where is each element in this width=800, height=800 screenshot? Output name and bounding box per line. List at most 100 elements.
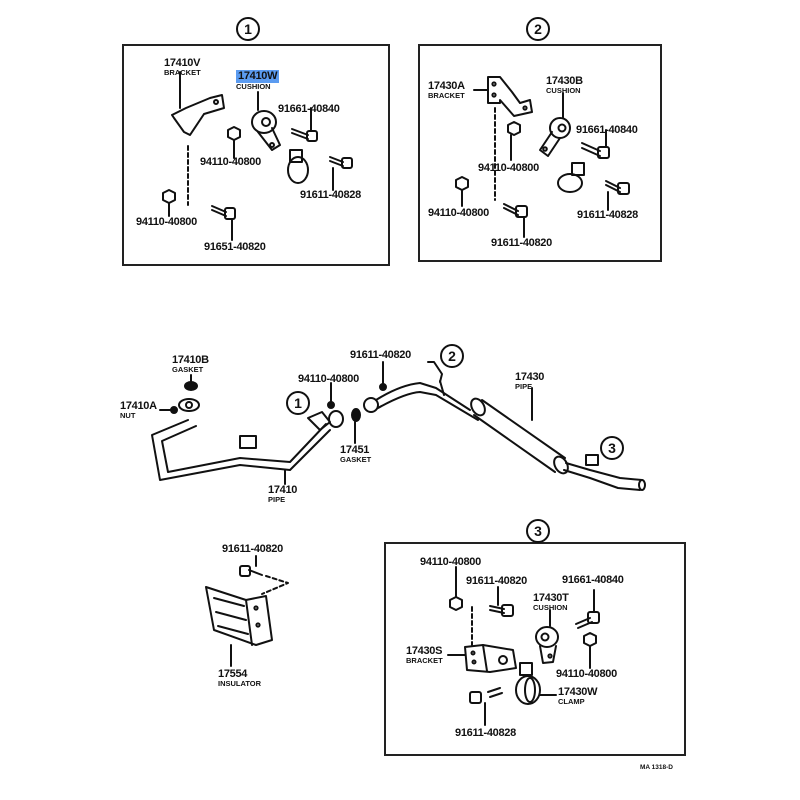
part-number: 17410 — [268, 484, 298, 496]
bolt-91611-40828-3-drawing — [469, 687, 503, 704]
part-number: 17430S — [406, 645, 443, 657]
part-label[interactable]: 17430T CUSHION — [533, 593, 569, 612]
part-label[interactable]: 17410A NUT — [120, 401, 157, 420]
diagram-code: MA 1318-D — [640, 764, 673, 771]
bracket-17430s-drawing — [464, 644, 517, 673]
part-label[interactable]: 91611-40820 — [222, 544, 283, 555]
callout-main-3[interactable]: 3 — [600, 436, 624, 460]
part-label-highlighted[interactable]: 17410W CUSHION — [236, 70, 280, 91]
part-label[interactable]: 94110-40800 — [556, 669, 617, 680]
part-number: 91611-40820 — [350, 349, 411, 361]
bolt-91611-40820-2-drawing — [503, 203, 528, 218]
part-number: 17451 — [340, 444, 370, 456]
part-label[interactable]: 94110-40800 — [200, 157, 261, 168]
part-label[interactable]: 17430 PIPE — [515, 372, 544, 391]
part-label[interactable]: 17430S BRACKET — [406, 646, 443, 665]
hanger-3-drawing — [585, 454, 599, 466]
part-label[interactable]: 91611-40828 — [577, 210, 638, 221]
part-label[interactable]: 17410 PIPE — [268, 485, 297, 504]
part-label[interactable]: 91661-40840 — [576, 125, 638, 136]
part-name: BRACKET — [406, 656, 443, 665]
part-label[interactable]: 94110-40800 — [420, 557, 481, 568]
bolt-91611-40828-2-drawing — [605, 180, 630, 195]
front-flange-joint-drawing — [307, 408, 361, 431]
gasket-17410b-drawing — [184, 381, 198, 391]
cushion-17430t-drawing — [535, 626, 559, 664]
part-label[interactable]: 94110-40800 — [298, 374, 359, 385]
nut-2a-drawing — [507, 121, 521, 136]
part-label[interactable]: 91611-40820 — [466, 576, 527, 587]
part-number: 17430 — [515, 371, 545, 383]
part-name: PIPE — [515, 382, 533, 391]
part-number: 91611-40820 — [466, 575, 527, 587]
bracket-17430a-drawing — [487, 76, 533, 117]
part-number: 17554 — [218, 668, 248, 680]
part-label[interactable]: 17430B CUSHION — [546, 76, 583, 95]
nut-2b-drawing — [455, 176, 469, 191]
detail-panel-3 — [384, 542, 686, 756]
center-pipe-17430-drawing — [363, 380, 479, 421]
part-label[interactable]: 91611-40820 — [491, 238, 552, 249]
part-label[interactable]: 91661-40840 — [278, 104, 340, 115]
part-label[interactable]: 94110-40800 — [478, 163, 539, 174]
part-label[interactable]: 17451 GASKET — [340, 445, 371, 464]
part-number: 94110-40800 — [420, 556, 481, 568]
part-name: CUSHION — [533, 603, 568, 612]
callout-main-2[interactable]: 2 — [440, 344, 464, 368]
callout-2[interactable]: 2 — [526, 17, 550, 41]
part-number: 91611-40820 — [222, 543, 283, 555]
part-label[interactable]: 91651-40820 — [204, 242, 266, 253]
muffler-drawing — [470, 397, 569, 475]
nut-3b-drawing — [583, 632, 597, 647]
part-name: PIPE — [268, 495, 286, 504]
nut-1b-drawing — [162, 189, 176, 204]
pipe-bracket-drawing — [239, 435, 257, 449]
detail-panel-2 — [418, 44, 662, 262]
part-label[interactable]: 94110-40800 — [136, 217, 197, 228]
part-name: CLAMP — [558, 697, 585, 706]
part-number: 17430B — [546, 75, 583, 87]
part-number: 91651-40820 — [204, 241, 266, 253]
part-label[interactable]: 91611-40820 — [350, 350, 411, 361]
nut-17410a-drawing — [170, 406, 178, 414]
part-label[interactable]: 17430A BRACKET — [428, 81, 465, 100]
bolt-91611-insulator-drawing — [239, 565, 251, 577]
part-number: 17430A — [428, 80, 465, 92]
callout-3[interactable]: 3 — [526, 519, 550, 543]
part-label[interactable]: 17410B GASKET — [172, 355, 209, 374]
part-number: 91611-40828 — [577, 209, 638, 221]
part-number: 91611-40828 — [455, 727, 516, 739]
part-number: 17410A — [120, 400, 157, 412]
part-number: 91661-40840 — [278, 103, 340, 115]
part-number: 17430T — [533, 592, 569, 604]
clamp-1-drawing — [287, 149, 309, 184]
cushion-17410w-drawing — [251, 110, 281, 151]
part-name: GASKET — [340, 455, 372, 464]
part-label[interactable]: 91661-40840 — [562, 575, 624, 586]
bolt-91661-2-drawing — [581, 142, 610, 159]
nut-1a-drawing — [227, 126, 241, 141]
part-number: 94110-40800 — [428, 207, 489, 219]
part-label[interactable]: 17554 INSULATOR — [218, 669, 261, 688]
part-label[interactable]: 91611-40828 — [300, 190, 361, 201]
part-label[interactable]: 91611-40828 — [455, 728, 516, 739]
part-name: CUSHION — [546, 86, 581, 95]
clamp-17430w-drawing — [515, 662, 541, 705]
detail-panel-1 — [122, 44, 390, 266]
callout-main-1[interactable]: 1 — [286, 391, 310, 415]
part-name: BRACKET — [428, 91, 465, 100]
part-number: 94110-40800 — [298, 373, 359, 385]
part-name: CUSHION — [236, 82, 271, 91]
part-label[interactable]: 17430W CLAMP — [558, 687, 597, 706]
part-name: NUT — [120, 411, 136, 420]
hanger-2-drawing — [427, 361, 443, 383]
part-label[interactable]: 17410V BRACKET — [164, 58, 201, 77]
callout-1[interactable]: 1 — [236, 17, 260, 41]
part-number: 17410W — [236, 70, 280, 83]
part-number: 94110-40800 — [136, 216, 197, 228]
part-label[interactable]: 94110-40800 — [428, 208, 489, 219]
front-pipe-17410-drawing — [151, 419, 331, 481]
clamp-2-drawing — [557, 162, 585, 193]
part-number: 91611-40820 — [491, 237, 552, 249]
